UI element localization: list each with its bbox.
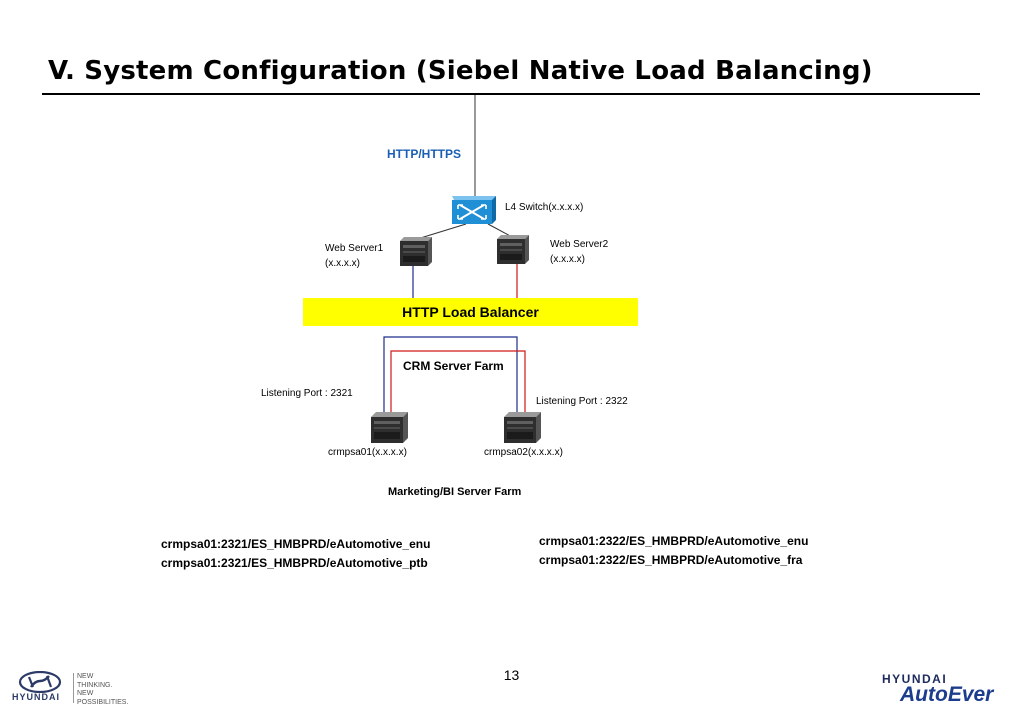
url-right-1: crmpsa01:2322/ES_HMBPRD/eAutomotive_enu: [539, 534, 809, 548]
listening-port-right: Listening Port : 2322: [536, 396, 628, 407]
web-server1-icon: [400, 237, 432, 266]
autoever-product: AutoEver: [900, 683, 994, 706]
web-server2-icon: [497, 235, 529, 264]
blue-route-lb-to-servers: [383, 336, 518, 412]
crm-server1-icon: [371, 412, 408, 443]
url-right-2: crmpsa01:2322/ES_HMBPRD/eAutomotive_fra: [539, 553, 803, 567]
hyundai-wordmark: HYUNDAI: [12, 692, 61, 702]
crm-server2-label: crmpsa02(x.x.x.x): [484, 447, 563, 458]
red-route-lb-to-servers: [390, 350, 526, 412]
web-server2-name: Web Server2: [550, 239, 609, 250]
hyundai-emblem-icon: [18, 671, 62, 693]
slide-title: V. System Configuration (Siebel Native L…: [48, 56, 873, 86]
marketing-bi-farm-label: Marketing/BI Server Farm: [388, 486, 522, 498]
web-server2-address: (x.x.x.x): [550, 254, 585, 265]
logo-divider: [73, 673, 74, 703]
autoever-brand: HYUNDAI: [882, 672, 948, 686]
protocol-label: HTTP/HTTPS: [387, 147, 461, 161]
web-server1-name: Web Server1: [325, 243, 384, 254]
http-load-balancer: HTTP Load Balancer: [303, 298, 638, 326]
url-left-2: crmpsa01:2321/ES_HMBPRD/eAutomotive_ptb: [161, 556, 428, 570]
crm-server2-icon: [504, 412, 541, 443]
hyundai-tagline: NEW THINKING. NEW POSSIBILITIES.: [77, 673, 129, 706]
page-number: 13: [503, 667, 520, 683]
web-server1-address: (x.x.x.x): [325, 258, 360, 269]
listening-port-left: Listening Port : 2321: [261, 388, 353, 399]
switch-label: L4 Switch(x.x.x.x): [505, 202, 584, 213]
l4-switch-icon: [452, 196, 496, 224]
url-left-1: crmpsa01:2321/ES_HMBPRD/eAutomotive_enu: [161, 537, 431, 551]
title-underline: [42, 93, 980, 95]
crm-server-farm-label: CRM Server Farm: [403, 359, 504, 373]
crm-server1-label: crmpsa01(x.x.x.x): [328, 447, 407, 458]
